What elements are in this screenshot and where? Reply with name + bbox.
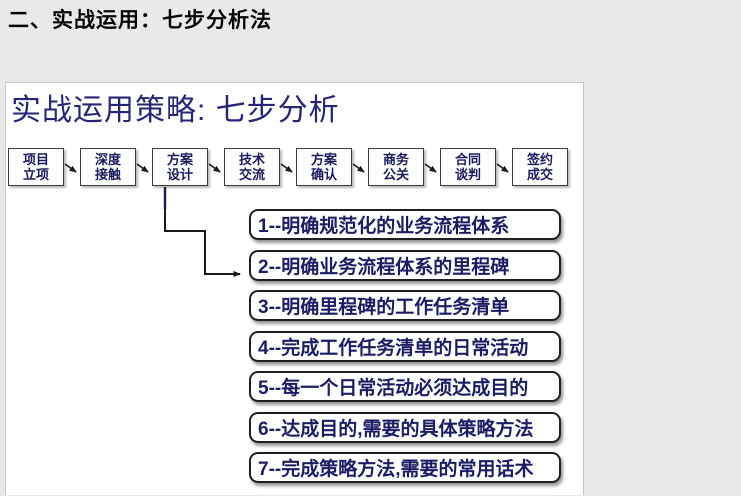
flow-step-label: 方案 <box>166 152 193 167</box>
analysis-item-1: 1--明确规范化的业务流程体系 <box>249 209 561 240</box>
flow-step-label: 交流 <box>238 167 265 182</box>
flow-step-label: 确认 <box>310 167 337 182</box>
flow-arrow-icon-7 <box>496 163 509 173</box>
flow-step-label: 深度 <box>94 152 121 167</box>
flow-arrow-icon-3 <box>208 163 221 173</box>
analysis-item-4: 4--完成工作任务清单的日常活动 <box>249 331 561 362</box>
flow-step-3: 方案 设计 <box>152 148 208 186</box>
flow-step-label: 谈判 <box>454 167 481 182</box>
flow-step-7: 合同 谈判 <box>440 148 496 186</box>
flow-step-label: 技术 <box>238 152 265 167</box>
document-heading: 二、实战运用：七步分析法 <box>8 9 272 32</box>
analysis-item-7: 7--完成策略方法,需要的常用话术 <box>249 452 561 483</box>
analysis-item-6: 6--达成目的,需要的具体策略方法 <box>249 412 561 443</box>
flow-step-6: 商务 公关 <box>368 148 424 186</box>
flow-arrow-icon-5 <box>352 163 365 173</box>
flow-step-label: 方案 <box>310 152 337 167</box>
flow-step-5: 方案 确认 <box>296 148 352 186</box>
analysis-item-3: 3--明确里程碑的工作任务清单 <box>249 290 561 321</box>
analysis-item-5: 5--每一个日常活动必须达成目的 <box>249 371 561 402</box>
analysis-item-2: 2--明确业务流程体系的里程碑 <box>249 250 561 281</box>
flow-step-label: 项目 <box>22 152 49 167</box>
flow-arrow-icon-2 <box>136 163 149 173</box>
flow-step-label: 商务 <box>382 152 409 167</box>
slide: 实战运用策略: 七步分析 项目 立项 深度 接触 方案 设计 技术 交流 方案 … <box>5 82 584 495</box>
flow-step-label: 接触 <box>94 167 121 182</box>
flow-step-label: 成交 <box>526 167 553 182</box>
flow-step-label: 签约 <box>526 152 553 167</box>
flow-step-4: 技术 交流 <box>224 148 280 186</box>
flow-step-label: 设计 <box>166 167 193 182</box>
flow-step-label: 立项 <box>22 167 49 182</box>
flow-step-label: 合同 <box>454 152 481 167</box>
flow-arrow-icon-4 <box>280 163 293 173</box>
flow-step-1: 项目 立项 <box>8 148 64 186</box>
flow-step-8: 签约 成交 <box>512 148 568 186</box>
flow-step-2: 深度 接触 <box>80 148 136 186</box>
flow-arrow-icon-6 <box>424 163 437 173</box>
flow-arrow-icon-1 <box>64 163 77 173</box>
slide-title: 实战运用策略: 七步分析 <box>11 94 340 127</box>
flow-step-label: 公关 <box>382 167 409 182</box>
connector-elbow-arrow-icon <box>164 187 241 277</box>
